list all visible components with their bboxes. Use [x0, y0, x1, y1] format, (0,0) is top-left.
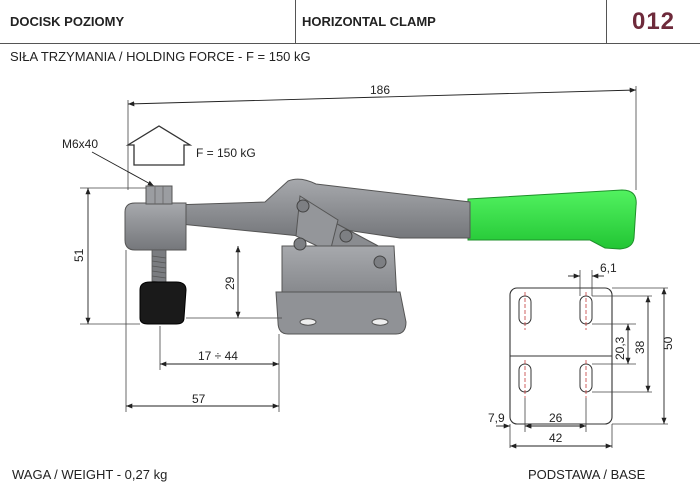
dim-42-label: 42: [549, 431, 563, 445]
mount-hole: [299, 318, 317, 326]
dim-50-label: 50: [661, 336, 675, 350]
title-polish: DOCISK POZIOMY: [10, 14, 125, 29]
dim-height-label: 51: [72, 248, 86, 262]
dim-range-label: 17 ÷ 44: [198, 349, 238, 363]
base-label: PODSTAWA / BASE: [528, 467, 646, 482]
dim-26-label: 26: [549, 411, 563, 425]
force-arrow-icon: [125, 125, 193, 166]
holding-force-subtitle: SIŁA TRZYMANIA / HOLDING FORCE - F = 150…: [10, 49, 311, 64]
force-label: F = 150 kG: [196, 146, 256, 160]
dim-38-label: 38: [633, 340, 647, 354]
top-nut: [145, 185, 173, 205]
dim-reach-label: 57: [192, 392, 206, 406]
dimension-overall: 186: [127, 83, 637, 190]
dim-overall-label: 186: [370, 83, 390, 97]
pivot-pins: [293, 199, 387, 269]
header-divider: [606, 0, 607, 43]
product-code: 012: [631, 7, 676, 35]
spindle-block: [124, 202, 187, 251]
title-english: HORIZONTAL CLAMP: [302, 14, 436, 29]
dim-20-3-label: 20,3: [613, 336, 627, 360]
base-plate: [275, 291, 407, 335]
header-divider: [295, 0, 296, 43]
dim-spindle-label: 29: [223, 276, 237, 290]
mount-hole: [371, 318, 389, 326]
dim-slot-label: 6,1: [600, 261, 617, 275]
weight-label: WAGA / WEIGHT - 0,27 kg: [12, 467, 168, 482]
header-bar: DOCISK POZIOMY HORIZONTAL CLAMP 012: [0, 0, 700, 44]
bolt-leader: [91, 151, 155, 187]
rubber-pressure-cap: [139, 281, 187, 325]
bolt-label: M6x40: [62, 137, 98, 151]
handle-grip: [467, 189, 637, 250]
dim-7-9-label: 7,9: [488, 411, 505, 425]
